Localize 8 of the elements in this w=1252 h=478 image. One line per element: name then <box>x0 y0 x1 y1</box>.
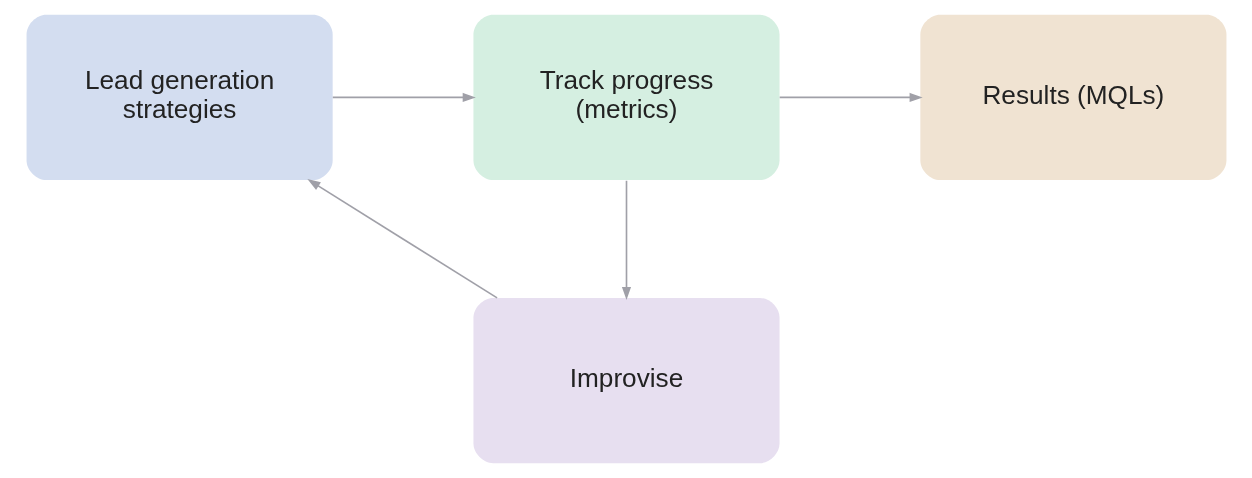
arrow <box>306 179 498 299</box>
arrow <box>621 179 631 301</box>
node-box: Track progress (metrics) <box>472 14 780 181</box>
node-box: Improvise <box>472 297 780 464</box>
node-box: Lead generation strategies <box>26 14 333 181</box>
node-box: Results (MQLs) <box>919 14 1226 181</box>
arrow <box>778 92 923 102</box>
arrow <box>331 92 476 102</box>
